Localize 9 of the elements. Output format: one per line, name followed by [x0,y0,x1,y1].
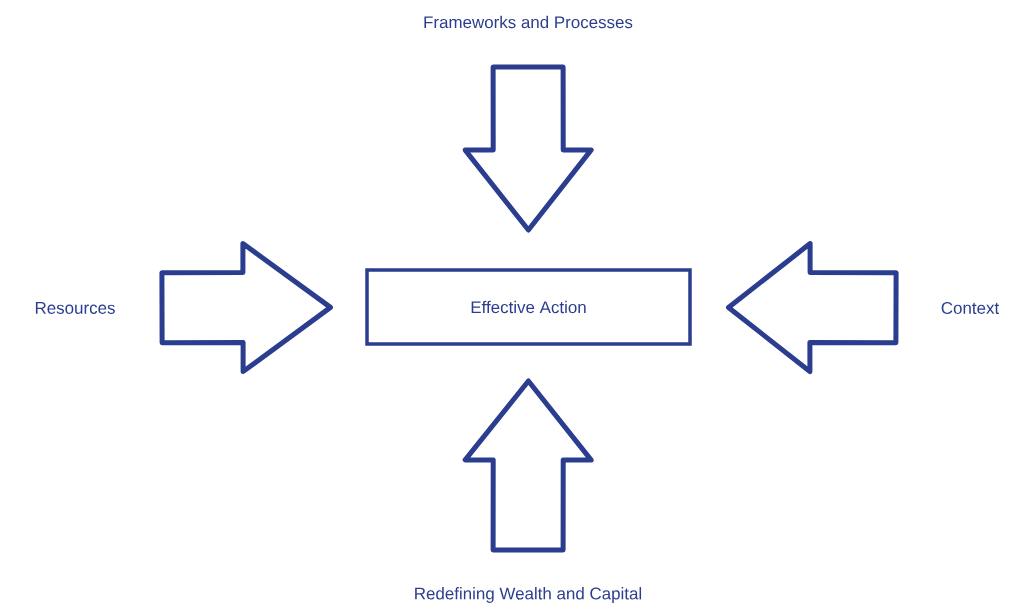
input-label: Redefining Wealth and Capital [415,587,642,603]
block-arrow [462,378,594,553]
process-box: Effective Action [365,268,692,346]
block-arrow [462,64,594,233]
input-label: Context [941,302,1000,314]
block-arrow [726,241,899,375]
input-label: Resources [35,302,115,314]
block-arrow [159,241,333,375]
input-label: Frameworks and Processes [424,15,633,29]
